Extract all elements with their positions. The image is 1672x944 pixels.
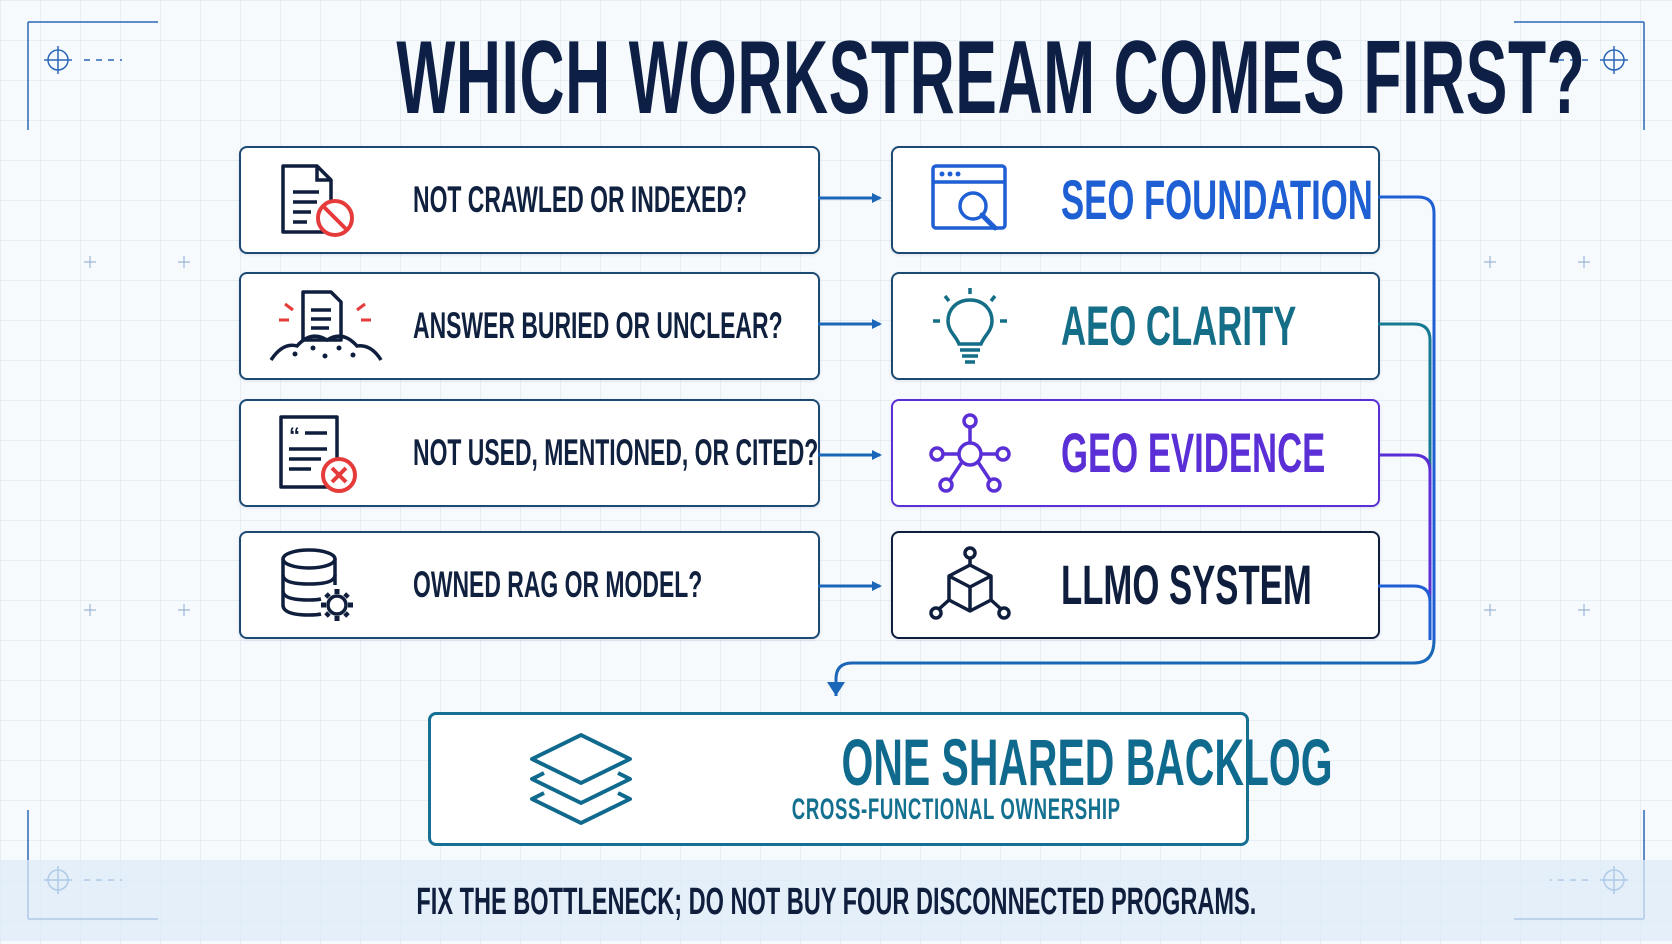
buried-document-icon [269, 290, 383, 361]
document-blocked-icon [281, 164, 354, 237]
question-label: OWNED RAG OR MODEL? [413, 564, 703, 605]
database-gear-icon [281, 548, 353, 621]
question-box-rag: OWNED RAG OR MODEL? [239, 531, 820, 639]
page-title: WHICH WORKSTREAM COMES FIRST? [396, 20, 1586, 136]
svg-text:“: “ [289, 423, 300, 448]
workstream-label: AEO CLARITY [1061, 294, 1297, 357]
cube-network-icon [929, 546, 1011, 620]
arrow-to-backlog [827, 639, 1436, 696]
stacked-layers-icon [530, 733, 632, 825]
question-box-cited: “ NOT USED, MENTIONED, OR CITED? [239, 399, 820, 507]
workstream-label: SEO FOUNDATION [1061, 168, 1373, 231]
question-label: NOT CRAWLED OR INDEXED? [413, 179, 747, 220]
workstream-label: LLMO SYSTEM [1061, 553, 1312, 616]
workstream-label: GEO EVIDENCE [1061, 421, 1326, 484]
quote-document-rejected-icon: “ [279, 415, 357, 493]
question-label: ANSWER BURIED OR UNCLEAR? [413, 305, 783, 346]
network-hub-icon [929, 413, 1011, 493]
question-box-answer: ANSWER BURIED OR UNCLEAR? [239, 272, 820, 380]
footer-text: FIX THE BOTTLENECK; DO NOT BUY FOUR DISC… [416, 881, 1256, 923]
workstream-llmo: LLMO SYSTEM [891, 531, 1380, 639]
question-box-crawl: NOT CRAWLED OR INDEXED? [239, 146, 820, 254]
workstream-geo: GEO EVIDENCE [891, 399, 1380, 507]
backlog-title: ONE SHARED BACKLOG [841, 725, 1333, 799]
footer-band: FIX THE BOTTLENECK; DO NOT BUY FOUR DISC… [0, 860, 1672, 941]
lightbulb-icon [933, 288, 1007, 364]
question-label: NOT USED, MENTIONED, OR CITED? [413, 432, 819, 473]
workstream-aeo: AEO CLARITY [891, 272, 1380, 380]
browser-search-icon [931, 164, 1007, 231]
shared-backlog-box: ONE SHARED BACKLOG CROSS-FUNCTIONAL OWNE… [428, 712, 1333, 846]
workstream-seo: SEO FOUNDATION [891, 146, 1380, 254]
backlog-subtitle: CROSS-FUNCTIONAL OWNERSHIP [791, 793, 1121, 826]
